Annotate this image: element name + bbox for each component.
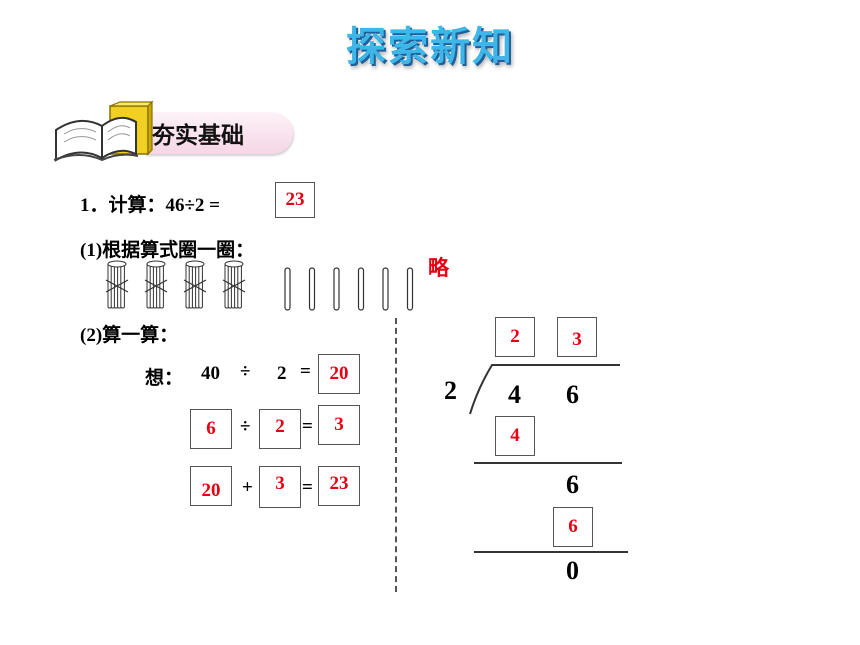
eq2-operand-b-box: 2 (259, 409, 301, 449)
final-remainder: 0 (566, 556, 579, 585)
single-stick (333, 267, 340, 311)
single-stick (406, 267, 414, 311)
section-banner (145, 112, 293, 154)
page-title: 探索新知 (346, 24, 514, 70)
part1-answer: 略 (428, 256, 449, 280)
division-line-2 (474, 551, 628, 553)
divisor: 2 (444, 376, 457, 405)
division-line-1 (474, 462, 622, 464)
eq1-result-box: 20 (318, 354, 360, 394)
eq3-equals: = (302, 477, 313, 498)
step1-product-box: 4 (495, 416, 535, 456)
step2-product-box: 6 (553, 507, 593, 547)
quotient-ones-box: 3 (557, 317, 597, 357)
counting-sticks-figure (105, 260, 414, 311)
single-stick (357, 267, 365, 311)
stick-bundle (105, 260, 129, 309)
eq2-operand-a-box: 6 (190, 409, 232, 449)
eq3-operand-a-box: 20 (190, 466, 232, 506)
part2-label: (2)算一算： (80, 325, 179, 346)
eq1-operand-a: 40 (201, 363, 220, 384)
stick-bundle (144, 260, 168, 309)
eq1-operand-b: 2 (277, 363, 287, 384)
dividend-tens: 4 (508, 380, 521, 409)
part1-label: (1)根据算式圈一圈： (80, 240, 255, 261)
eq3-operand-b-box: 3 (259, 466, 301, 508)
eq1-operator: ÷ (240, 361, 251, 382)
stick-bundle (222, 260, 246, 309)
eq3-result-box: 23 (318, 466, 360, 506)
section-banner-label: 夯实基础 (152, 123, 244, 149)
dividend-ones: 6 (566, 380, 579, 409)
quotient-tens-box: 2 (495, 317, 535, 357)
column-divider (395, 318, 397, 592)
think-label: 想： (145, 368, 184, 389)
eq2-result-box: 3 (318, 405, 360, 445)
eq1-equals: = (300, 361, 311, 382)
step1-remainder: 6 (566, 470, 579, 499)
division-bracket (469, 364, 620, 415)
problem-prompt: 1．计算：46÷2 = (80, 195, 221, 216)
answer-box-main: 23 (275, 182, 315, 218)
eq2-equals: = (302, 416, 313, 437)
single-stick (382, 267, 389, 311)
open-book-icon (53, 100, 154, 162)
stick-bundle (183, 260, 207, 309)
single-stick (284, 267, 291, 311)
eq3-operator: + (242, 477, 253, 498)
eq2-operator: ÷ (240, 416, 251, 437)
single-stick (308, 267, 316, 311)
